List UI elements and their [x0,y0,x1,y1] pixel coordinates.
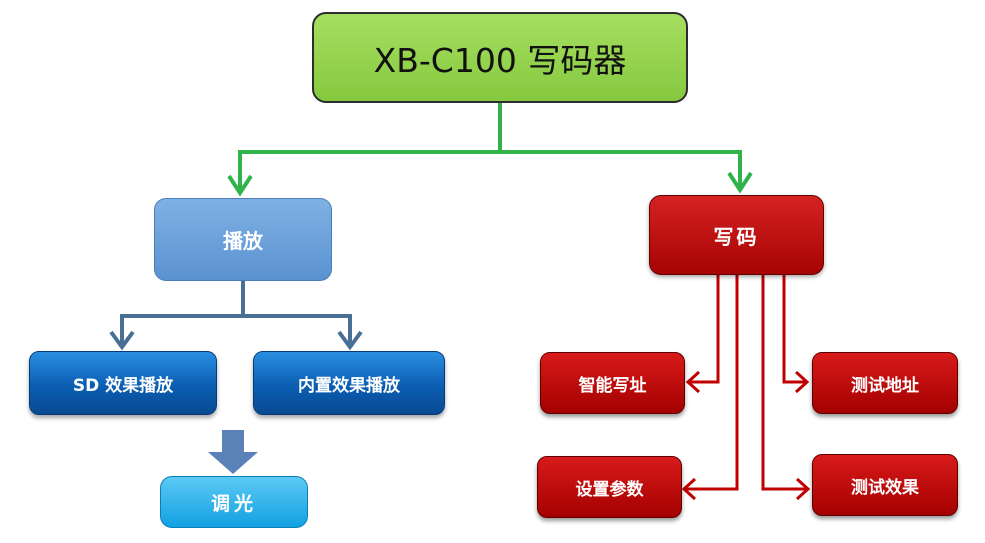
root-connector [227,103,753,197]
sd-effect-play-node: SD 效果播放 [29,351,217,415]
dimming-label: 调光 [210,492,257,515]
root-node: XB-C100 写码器 [312,12,688,103]
root-label: XB-C100 写码器 [373,40,627,80]
sd-effect-play-label: SD 效果播放 [72,375,174,396]
test-effect-node: 测试效果 [812,454,958,516]
write-code-label: 写码 [713,224,760,249]
test-address-label: 测试地址 [851,375,919,396]
builtin-effect-play-node: 内置效果播放 [253,351,445,415]
set-params-node: 设置参数 [537,456,682,518]
smart-address-node: 智能写址 [540,352,685,414]
builtin-effect-play-label: 内置效果播放 [298,375,400,396]
smart-address-label: 智能写址 [578,375,647,396]
set-params-label: 设置参数 [575,479,644,500]
dimming-node: 调光 [160,476,308,528]
write-connector [681,275,811,501]
play-node: 播放 [154,198,332,281]
test-address-node: 测试地址 [812,352,958,414]
dim-down-arrow [208,430,258,474]
test-effect-label: 测试效果 [851,477,919,498]
play-label: 播放 [223,229,263,253]
write-code-node: 写码 [649,195,824,275]
play-connector [109,281,363,351]
